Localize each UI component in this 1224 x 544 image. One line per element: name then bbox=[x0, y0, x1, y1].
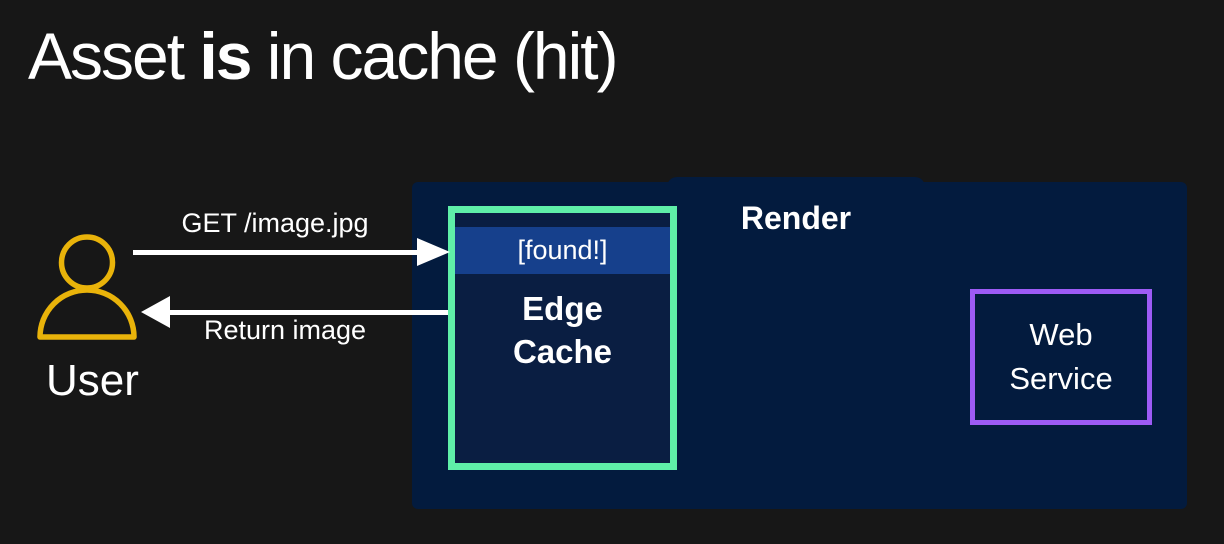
web-service-box: Web Service bbox=[970, 289, 1152, 425]
response-arrowhead-left-icon bbox=[141, 296, 170, 328]
request-arrowhead-right-icon bbox=[417, 238, 450, 266]
request-arrow-label: GET /image.jpg bbox=[181, 208, 369, 238]
render-panel-label: Render bbox=[740, 200, 852, 236]
edge-cache-label: Edge Cache bbox=[512, 290, 613, 370]
title-pre: Asset bbox=[28, 19, 200, 93]
response-arrow-line bbox=[169, 310, 448, 315]
request-arrow-line bbox=[133, 250, 417, 255]
web-service-label: Web Service bbox=[1009, 317, 1113, 396]
person-icon bbox=[37, 234, 137, 340]
user-label: User bbox=[46, 356, 139, 405]
response-arrow-label: Return image bbox=[203, 315, 367, 345]
slide-title: Asset is in cache (hit) bbox=[28, 17, 619, 96]
title-emphasis: is bbox=[199, 19, 252, 93]
edge-cache-box: [found!] Edge Cache bbox=[448, 206, 677, 470]
found-status-badge: [found!] bbox=[455, 227, 670, 274]
title-post: in cache (hit) bbox=[250, 19, 619, 93]
